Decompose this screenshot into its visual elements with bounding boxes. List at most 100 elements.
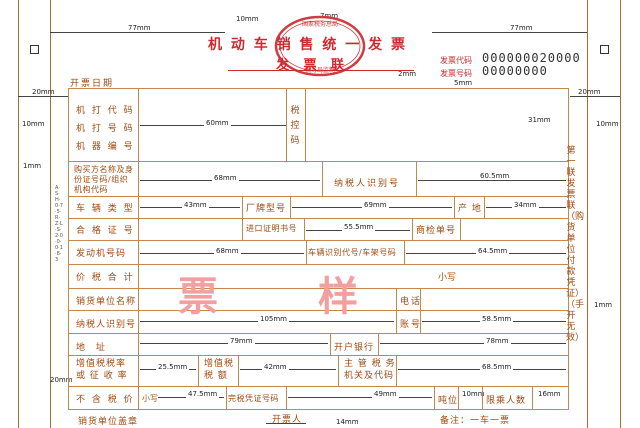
r5-divider-b bbox=[404, 240, 405, 264]
invoice-title: 机 动 车 销 售 统 一 发 票 bbox=[208, 37, 407, 53]
dim-r5: 68mm bbox=[214, 247, 241, 255]
vehicle-type-label: 车 辆 类 型 bbox=[76, 204, 135, 214]
row1-labels: 机 打 代 码 机 打 号 码 机 器 编 号 bbox=[76, 103, 135, 152]
row-line-2 bbox=[68, 196, 569, 197]
r4-divider-c bbox=[412, 218, 413, 240]
row-line-4 bbox=[68, 240, 569, 241]
dim-top-left: 77mm bbox=[128, 24, 151, 32]
invoice-code-label: 发票代码 bbox=[440, 56, 472, 65]
r11-divider-d bbox=[458, 386, 459, 410]
row-line-1 bbox=[68, 161, 569, 162]
r3-divider-b bbox=[290, 196, 291, 218]
r1-divider-b bbox=[305, 88, 306, 161]
dim-line-r11b bbox=[288, 397, 432, 398]
dim-r11d: 16mm bbox=[538, 390, 561, 398]
dim-line-r2b bbox=[418, 180, 566, 181]
r2-divider-a bbox=[322, 161, 323, 196]
buyer-name-label: 购买方名称及身份证号码/组织机构代码 bbox=[74, 165, 134, 194]
authority-line2: 机关及代码 bbox=[344, 371, 395, 381]
r7-divider-a bbox=[396, 288, 397, 310]
engine-number-label: 发动机号码 bbox=[76, 249, 127, 259]
row-line-7 bbox=[68, 310, 569, 311]
dim-line-left-20 bbox=[18, 96, 68, 97]
label-col-line bbox=[138, 88, 139, 410]
dim-top-center: 7mm bbox=[320, 12, 339, 20]
dim-line-top-right bbox=[432, 32, 587, 33]
r3-divider-d bbox=[484, 196, 485, 218]
r11-divider-a bbox=[226, 386, 227, 410]
r10-divider-d bbox=[396, 355, 397, 386]
total-price-label: 价 税 合 计 bbox=[76, 273, 135, 283]
address-label: 地 址 bbox=[76, 343, 109, 353]
invoice-number-value: 00000000 bbox=[482, 64, 548, 78]
right-guide-outer bbox=[620, 0, 621, 428]
corner-square-right bbox=[600, 45, 609, 54]
r3-divider-c bbox=[454, 196, 455, 218]
phone-label: 电话 bbox=[400, 297, 423, 307]
dim-line-top-left bbox=[50, 32, 225, 33]
dim-r8: 105mm bbox=[258, 315, 289, 323]
r4-divider-d bbox=[460, 218, 461, 240]
row-line-8 bbox=[68, 333, 569, 334]
r9-divider-b bbox=[378, 333, 379, 355]
r9-divider-a bbox=[330, 333, 331, 355]
r11-divider-b bbox=[286, 386, 287, 410]
dim-right-10: 10mm bbox=[596, 120, 619, 128]
inspection-label: 商检单号 bbox=[416, 226, 457, 236]
seller-name-label: 销货单位名称 bbox=[76, 297, 137, 307]
r11-divider-c bbox=[434, 386, 435, 410]
brand-model-label: 厂牌型号 bbox=[246, 204, 287, 214]
account-label: 账号 bbox=[400, 320, 423, 330]
dim-r9: 79mm bbox=[228, 337, 255, 345]
issuer-underline bbox=[266, 423, 306, 424]
price-small-label: 小写 bbox=[142, 394, 158, 403]
dim-r2: 68mm bbox=[212, 174, 239, 182]
dim-line-right-20 bbox=[570, 96, 620, 97]
row-line-3 bbox=[68, 218, 569, 219]
dim-right-1: 1mm bbox=[594, 301, 613, 309]
invoice-subtitle: 发 票 联 bbox=[276, 58, 350, 73]
dim-footer: 14mm bbox=[336, 418, 359, 426]
bank-label: 开户银行 bbox=[334, 343, 375, 353]
authority-label: 主 管 税 务 机关及代码 bbox=[344, 358, 396, 382]
vat-amount-line1: 增值税 bbox=[204, 359, 235, 369]
row-line-10 bbox=[68, 386, 569, 387]
tax-cert-label: 完税凭证号码 bbox=[228, 394, 279, 403]
vat-rate-line1: 增值税税率 bbox=[76, 359, 127, 369]
watermark-left: 票 bbox=[178, 274, 218, 320]
vin-label: 车辆识别代号/车架号码 bbox=[308, 248, 397, 257]
dim-r10c: 68.5mm bbox=[480, 363, 514, 371]
buyer-taxid-label: 纳税人识别号 bbox=[334, 179, 401, 189]
r10-divider-a bbox=[198, 355, 199, 386]
dim-left-1: 1mm bbox=[23, 162, 42, 170]
r3-divider-a bbox=[242, 196, 243, 218]
invoice-code-value: 000000020000 bbox=[482, 51, 581, 65]
import-cert-label: 进口证明书号 bbox=[246, 224, 297, 233]
r8-divider-a bbox=[396, 310, 397, 333]
left-guide-inner bbox=[50, 0, 51, 428]
dim-r3c: 34mm bbox=[512, 201, 539, 209]
dim-r10b: 42mm bbox=[262, 363, 289, 371]
left-guide-outer bbox=[18, 0, 19, 428]
r10-divider-b bbox=[238, 355, 239, 386]
remarks-label: 备注：一车一票 bbox=[440, 416, 511, 426]
vat-rate-label: 增值税税率 或 征 收 率 bbox=[76, 358, 128, 382]
r2-divider-b bbox=[416, 161, 417, 196]
vat-rate-line2: 或 征 收 率 bbox=[76, 371, 128, 381]
r1-divider-a bbox=[286, 88, 287, 161]
row-line-6 bbox=[68, 288, 569, 289]
price-excl-tax-label: 不 含 税 价 bbox=[76, 395, 135, 405]
total-small-label: 小写 bbox=[438, 273, 457, 283]
r11-divider-f bbox=[532, 386, 533, 410]
r4-divider-b bbox=[304, 218, 305, 240]
r5-divider-a bbox=[306, 240, 307, 264]
r7-divider-b bbox=[420, 288, 421, 310]
dim-right-20: 20mm bbox=[578, 88, 601, 96]
corner-square-left bbox=[30, 45, 39, 54]
r11-divider-e bbox=[482, 386, 483, 410]
dim-r11c: 10mm bbox=[462, 390, 485, 398]
vat-amount-line2: 税 额 bbox=[204, 371, 228, 381]
tax-control-label: 税控码 bbox=[290, 106, 300, 146]
authority-line1: 主 管 税 务 bbox=[344, 359, 396, 369]
